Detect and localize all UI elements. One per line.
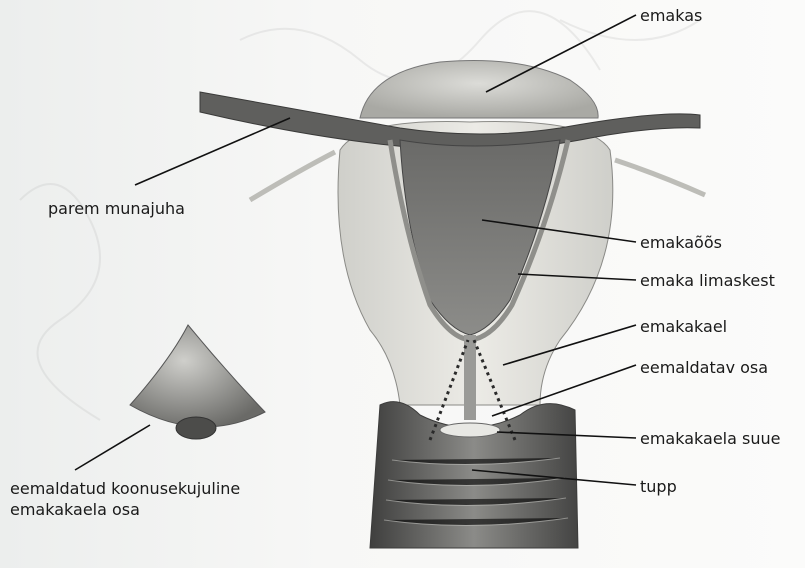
label-endometrium: emaka limaskest <box>640 270 775 291</box>
label-removed-part: eemaldatav osa <box>640 357 768 378</box>
label-removed-cone-line1: eemaldatud koonusekujuline <box>10 478 240 499</box>
cervical-os <box>440 423 500 437</box>
uterus-fundus <box>360 60 598 118</box>
label-cervix: emakakael <box>640 316 727 337</box>
leader-fallopian-tube <box>135 118 290 185</box>
label-cervical-os: emakakaela suue <box>640 428 780 449</box>
label-removed-cone-line2: emakakaela osa <box>10 499 140 520</box>
ligament-left <box>250 152 335 200</box>
leader-removed-cone <box>75 425 150 470</box>
removed-cone-opening <box>176 417 216 439</box>
label-right-fallopian-tube: parem munajuha <box>48 198 185 219</box>
label-uterus: emakas <box>640 5 702 26</box>
removed-cone <box>130 325 265 427</box>
ligament-right <box>615 160 705 195</box>
label-uterine-cavity: emakaõõs <box>640 232 722 253</box>
label-vagina: tupp <box>640 476 677 497</box>
